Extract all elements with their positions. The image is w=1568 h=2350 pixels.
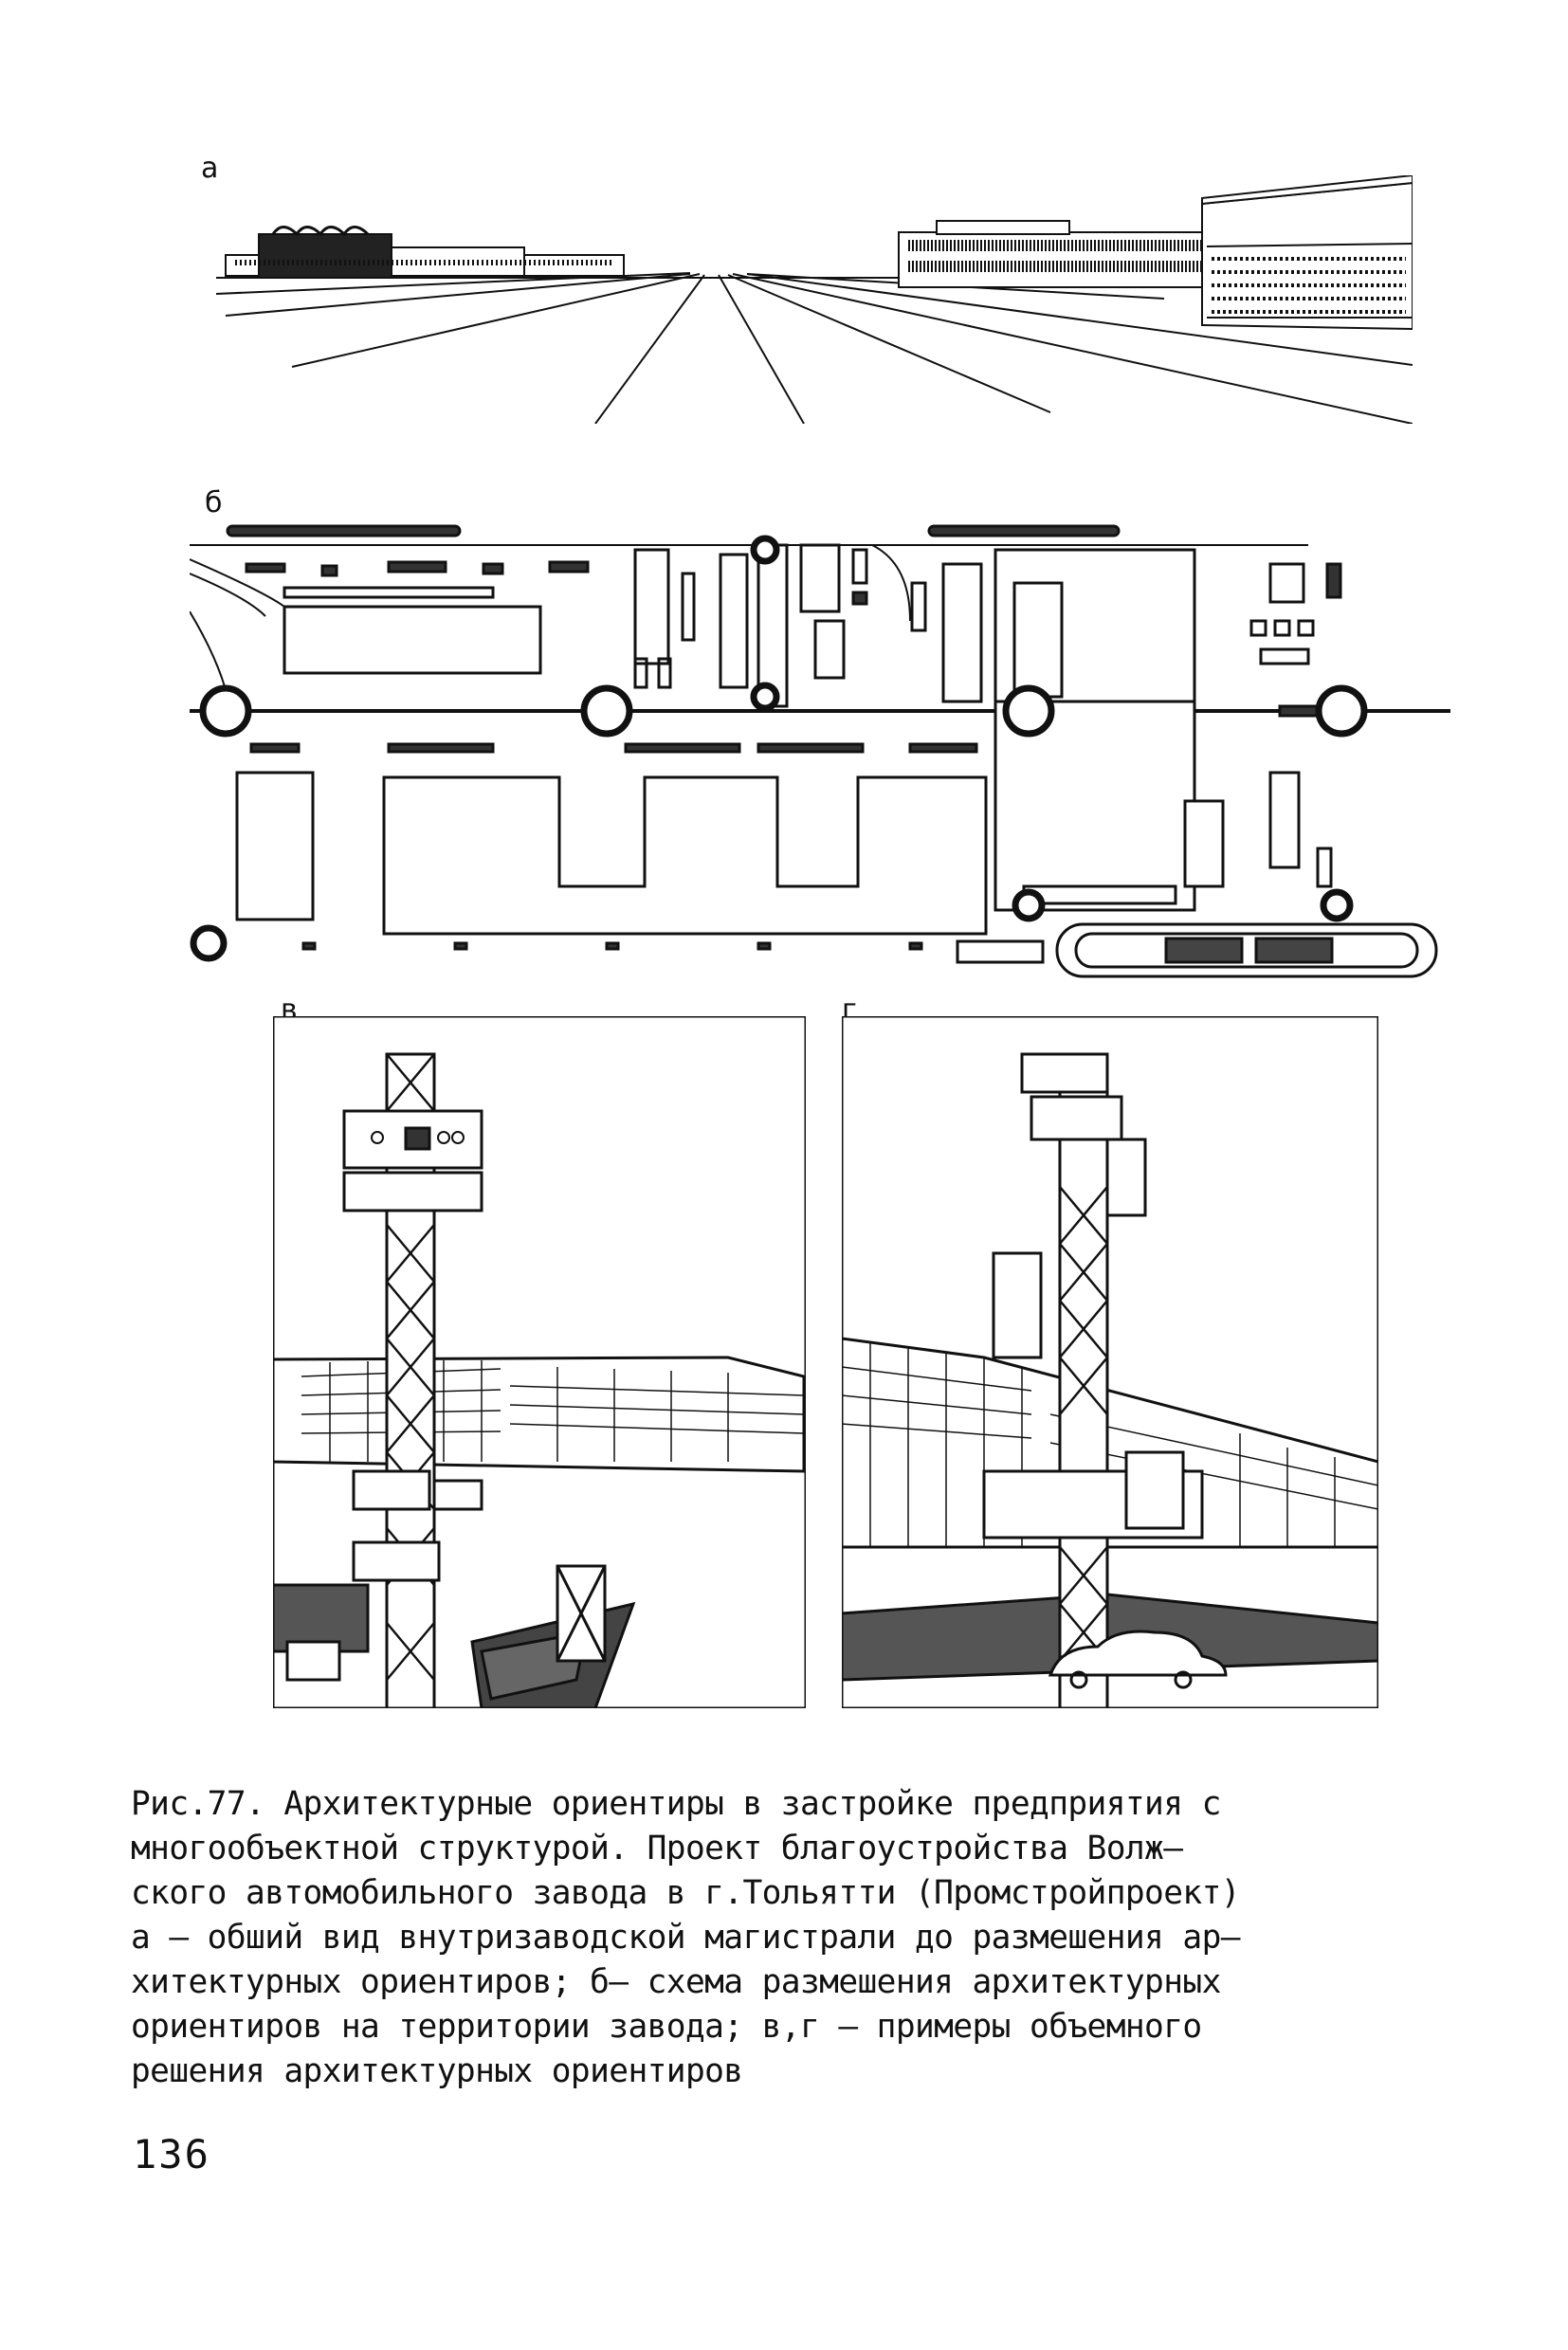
caption-line-4: а – обший вид внутризаводской магистрали… — [131, 1919, 1241, 1957]
panel-g-tower-example — [842, 1016, 1378, 1708]
caption-line-3: ского автомобильного завода в г.Тольятти… — [131, 1874, 1241, 1912]
caption-line-7: решения архитектурных ориентиров — [131, 2052, 743, 2090]
caption-line-5: хитектурных ориентиров; б– схема размеше… — [131, 1963, 1221, 2001]
panel-a-label: а — [201, 152, 219, 185]
caption-line-6: ориентиров на территории завода; в,г – п… — [131, 2008, 1202, 2046]
caption-line-2: многообъектной структурой. Проект благоу… — [131, 1830, 1183, 1867]
panel-a-street-perspective — [216, 175, 1413, 424]
panel-v-tower-example — [273, 1016, 806, 1708]
panel-b-site-scheme — [190, 507, 1450, 991]
caption-line-1: Рис.77. Архитектурные ориентиры в застро… — [131, 1785, 1221, 1823]
page-number: 136 — [133, 2131, 210, 2177]
panel-b-label: б — [205, 486, 223, 519]
figure-caption: Рис.77. Архитектурные ориентиры в застро… — [131, 1782, 1449, 2094]
